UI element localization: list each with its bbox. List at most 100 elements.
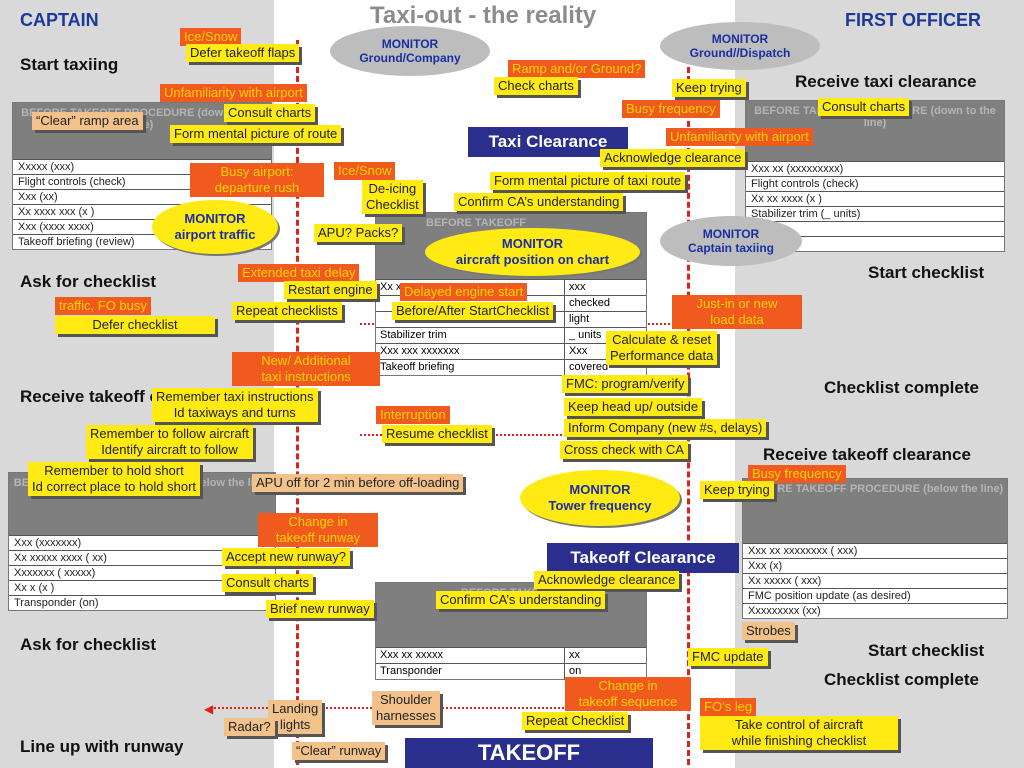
accept-new-runway-note: Accept new runway?	[222, 548, 350, 566]
fo-step: Checklist complete	[824, 378, 979, 397]
captain-step: Receive takeoff clearance	[20, 387, 152, 406]
defer-takeoff-flaps-note: Defer takeoff flaps	[186, 44, 300, 62]
captain-step: Ask for checklist	[20, 272, 157, 291]
brief-new-runway-note: Brief new runway	[266, 600, 374, 618]
card-row	[746, 221, 1004, 236]
keep-trying-note-2: Keep trying	[700, 481, 774, 499]
captain-step: Ask for checklist	[20, 635, 157, 654]
clear-runway-note: “Clear” runway	[292, 742, 386, 760]
card-row: Flight controls (check)	[13, 174, 271, 189]
resume-checklist-note: Resume checklist	[382, 425, 492, 443]
card-row: Takeoff briefing (review)	[13, 234, 271, 249]
fo-step: Checklist complete	[824, 670, 979, 689]
card-row: Xxx (x)	[743, 558, 1007, 573]
fo-step: Receive taxi clearance	[795, 72, 977, 91]
fmc-update-note: FMC update	[688, 648, 768, 666]
form-mental-taxi-note: Form mental picture of taxi route	[490, 172, 686, 190]
card-row: Flight controls (check)	[746, 176, 1004, 191]
captain-header: CAPTAIN	[20, 10, 99, 30]
fo-procedure-card-2: BEFORE TAKEOFF PROCEDURE (below the line…	[742, 478, 1008, 619]
defer-checklist-note: Defer checklist	[55, 316, 215, 334]
card-row: Xx xxxx xxx (x )	[13, 204, 271, 219]
confirm-ca-note-2: Confirm CA’s understanding	[436, 591, 606, 609]
checklist-row: Stabilizer trim_ units	[376, 327, 646, 343]
repeat-checklist-note: Repeat Checklist	[522, 712, 629, 730]
card-row: Xxxxxxxxx (xx)	[743, 603, 1007, 618]
acknowledge-clearance-note-2: Acknowledge clearance	[534, 571, 680, 589]
ice-snow-note-2: Ice/Snow	[334, 162, 396, 180]
fo-procedure-card-1: BEFORE TAKEOFF PROCEDURE (down to the li…	[745, 100, 1005, 252]
fo-leg-note: FO’s leg	[700, 698, 757, 716]
unfamiliarity-note: Unfamiliarity with airport	[160, 84, 307, 102]
strobes-note: Strobes	[742, 622, 795, 640]
inform-company-note: Inform Company (new #s, delays)	[564, 419, 767, 437]
cross-check-note: Cross check with CA	[560, 441, 688, 459]
traffic-fo-busy-note: traffic, FO busy	[55, 297, 151, 315]
takeoff-clearance-band: Takeoff Clearance	[547, 543, 739, 573]
card-row: Xxx (xx)	[13, 189, 271, 204]
card-row: Xx xxxxx xxxx ( xx)	[9, 550, 275, 565]
before-after-start-note: Before/After StartChecklist	[392, 302, 554, 320]
apu-off-note: APU off for 2 min before off-loading	[252, 474, 464, 492]
keep-head-up-note: Keep head up/ outside	[564, 398, 703, 416]
form-mental-route-note: Form mental picture of route	[170, 125, 342, 143]
card-row: Xxx xx xxxxxxxx ( xxx)	[743, 543, 1007, 558]
takeoff-band: TAKEOFF	[405, 738, 653, 768]
delayed-engine-note: Delayed engine start	[400, 283, 528, 301]
fo-step: Start checklist	[868, 641, 985, 660]
check-charts-note: Check charts	[494, 77, 578, 95]
captain-step: Line up with runway	[20, 737, 184, 756]
card-row: Xxxxx (xxx)	[13, 159, 271, 174]
fmc-program-note: FMC: program/verify	[562, 375, 689, 393]
consult-charts-fo-note: Consult charts	[818, 98, 910, 116]
keep-trying-note: Keep trying	[672, 79, 746, 97]
restart-engine-note: Restart engine	[284, 281, 377, 299]
arrow-left-icon: ◀	[204, 702, 214, 716]
page-title: Taxi-out - the reality	[370, 2, 597, 29]
card-row: Xxx (xxxx xxxx)	[13, 219, 271, 234]
card-row: Transponder (on)	[9, 595, 275, 610]
ice-snow-note: Ice/Snow	[180, 28, 242, 46]
apu-packs-note: APU? Packs?	[314, 224, 403, 242]
acknowledge-clearance-note: Acknowledge clearance	[600, 149, 746, 167]
card-row: Xx xxxxx ( xxx)	[743, 573, 1007, 588]
card-row: Xxxxxxx ( xxxxx)	[9, 565, 275, 580]
unfamiliarity-note-2: Unfamiliarity with airport	[666, 128, 813, 146]
card-row: Xxx (xxxxxxx)	[9, 535, 275, 550]
consult-charts-note-2: Consult charts	[222, 574, 314, 592]
extended-taxi-note: Extended taxi delay	[238, 264, 360, 282]
card-row: Stabilizer trim (_ units)	[746, 206, 1004, 221]
busy-airport-note: Busy airport:departure rush	[190, 163, 324, 197]
captain-step: Start taxiing	[20, 55, 119, 74]
connector-line	[360, 434, 690, 436]
busy-frequency-note: Busy frequency	[622, 100, 720, 118]
confirm-ca-note: Confirm CA’s understanding	[454, 193, 624, 211]
card-row: Xx x (x )	[9, 580, 275, 595]
radar-note: Radar?	[224, 718, 275, 736]
consult-charts-note: Consult charts	[224, 104, 316, 122]
fo-step: Start checklist	[868, 263, 985, 282]
first-officer-header: FIRST OFFICER	[845, 10, 981, 30]
repeat-checklists-note: Repeat checklists	[232, 302, 342, 320]
